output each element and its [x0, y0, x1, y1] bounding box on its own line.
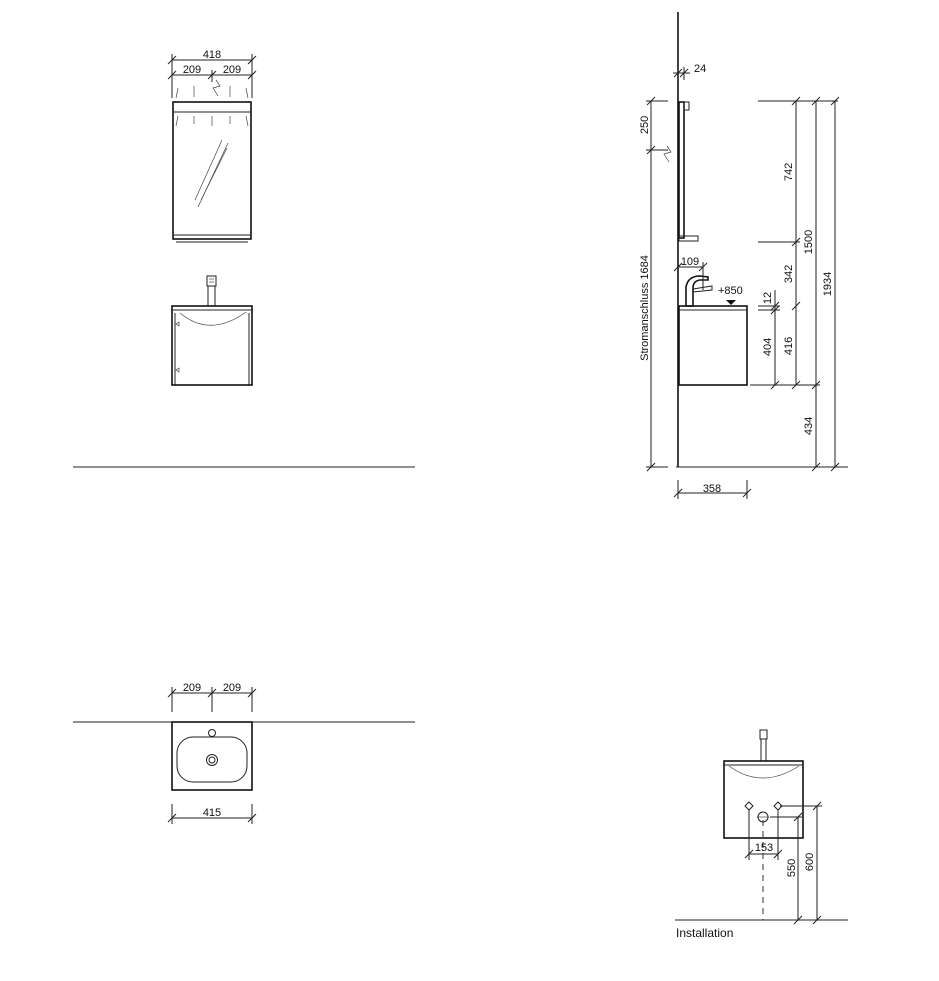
dim-label-358: 358 [703, 483, 721, 495]
dimension-209-209: 209 209 [167, 64, 257, 82]
dim-label-415: 415 [203, 807, 221, 819]
hinge-icon [175, 321, 180, 327]
dim-label-209-left: 209 [183, 64, 201, 76]
vanity-side [678, 305, 748, 386]
basin-bowl [176, 736, 248, 783]
installation-view: 153 550 600 Installation [675, 729, 848, 940]
dim-label-109: 109 [681, 256, 699, 268]
mirror-front [172, 101, 252, 240]
dim-label-209-right: 209 [223, 64, 241, 76]
mirror-reflection [194, 139, 229, 208]
dimension-153: 153 [744, 810, 783, 860]
dim-label-209-left: 209 [183, 682, 201, 694]
power-connection-label: Stromanschluss 1684 [639, 255, 651, 361]
dim-label-550: 550 [786, 859, 798, 877]
dimension-109: 109 [673, 256, 708, 290]
dim-label-153: 153 [755, 842, 773, 854]
dimension-250: 250 Stromanschluss 1684 [639, 96, 668, 472]
mirror-shelf-side [678, 235, 699, 242]
dim-label-742: 742 [783, 163, 795, 181]
dim-label-209-right: 209 [223, 682, 241, 694]
side-view: 24 250 Stromanschluss 1684 109 [639, 12, 848, 499]
tap-top [759, 729, 768, 740]
top-view: 209 209 415 [73, 682, 415, 824]
dimension-358: 358 [673, 480, 752, 499]
dim-label-418: 418 [203, 49, 221, 61]
tap-side [685, 275, 709, 307]
right-dimension-chain: 12 404 742 342 416 1500 434 1934 [750, 96, 840, 472]
dim-label-12: 12 [762, 292, 774, 304]
basin-top [171, 721, 253, 791]
dim-label-416: 416 [783, 337, 795, 355]
hinge-icon [175, 367, 180, 373]
installation-label: Installation [676, 926, 733, 940]
tap-body [207, 285, 216, 307]
dimension-415: 415 [167, 804, 257, 824]
dimension-550-600: 550 600 [770, 801, 822, 925]
dimension-24: 24 [673, 63, 706, 80]
dimension-418: 418 [167, 49, 257, 98]
power-symbol-icon [663, 145, 672, 163]
front-view: 418 209 209 [73, 49, 415, 468]
level-marker-icon [726, 300, 736, 305]
tap-hole-icon [208, 729, 216, 737]
power-symbol-icon [212, 79, 221, 97]
dim-label-434: 434 [803, 417, 815, 435]
light-ticks-inner [175, 115, 249, 127]
dim-label-24: 24 [694, 63, 706, 75]
dim-label-342: 342 [783, 265, 795, 283]
dim-label-250: 250 [639, 116, 651, 134]
mirror-side [678, 101, 685, 239]
dim-label-600: 600 [804, 853, 816, 871]
basin-curve [728, 765, 800, 779]
dimension-209-209-top: 209 209 [167, 682, 257, 712]
fixing-point-icon [744, 801, 754, 811]
drain-icon [206, 754, 218, 766]
vanity-cabinet-front [171, 305, 253, 386]
basin-curve [179, 311, 247, 326]
installation-cabinet [723, 760, 804, 839]
tap-body [760, 738, 767, 762]
dim-label-1934: 1934 [822, 272, 834, 296]
tap-top [206, 275, 217, 287]
height-850-label: +850 [718, 285, 743, 297]
dim-label-1500: 1500 [803, 230, 815, 254]
dim-label-404: 404 [762, 338, 774, 356]
light-ticks [175, 86, 249, 99]
